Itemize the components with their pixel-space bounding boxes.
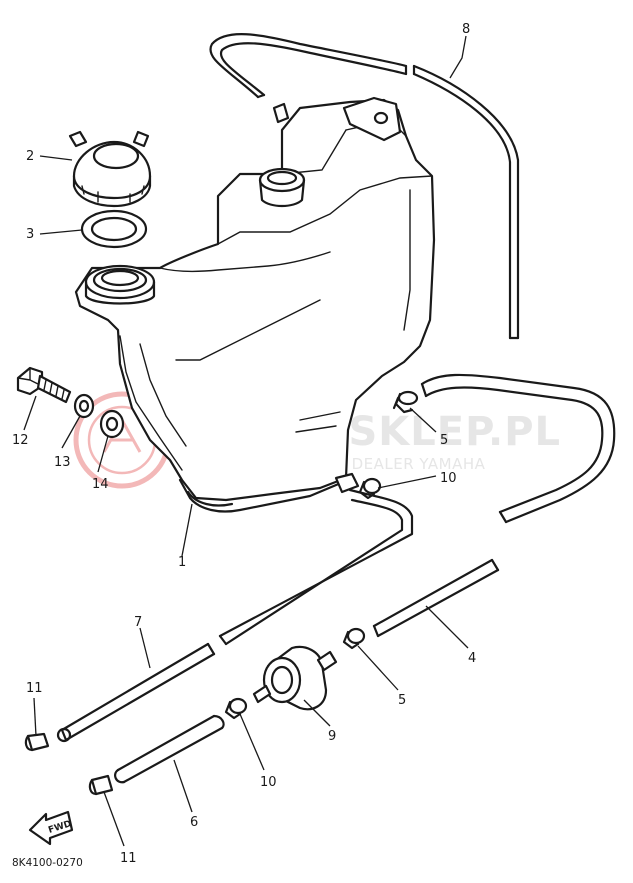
hose-6	[114, 714, 225, 784]
callout-13: 13	[54, 455, 71, 470]
callout-12: 12	[12, 433, 29, 448]
clamp-5-lower	[342, 627, 366, 650]
leader-lines	[23, 35, 469, 847]
callout-4: 4	[468, 651, 476, 666]
hose-7	[56, 488, 414, 743]
callout-5-lower: 5	[398, 693, 406, 708]
callout-10-lower: 10	[260, 775, 277, 790]
reservoir-tank-1	[74, 96, 436, 513]
callout-10-upper: 10	[440, 471, 457, 486]
callout-14: 14	[92, 477, 109, 492]
bolt-12	[16, 366, 72, 404]
filter-9	[252, 645, 338, 711]
washer-13	[73, 393, 95, 419]
gasket-3	[80, 209, 148, 249]
callout-9: 9	[328, 729, 336, 744]
hose-4	[372, 373, 616, 638]
callout-8: 8	[462, 22, 470, 37]
callout-2: 2	[26, 149, 34, 164]
radiator-cap-2	[68, 130, 152, 208]
clamp-10-lower	[224, 697, 248, 720]
callout-11-upper: 11	[26, 681, 43, 696]
vent-hose-8	[209, 33, 520, 340]
clamp-5-upper	[392, 390, 419, 414]
grommet-14	[99, 409, 125, 439]
callout-1: 1	[178, 555, 186, 570]
callout-11-lower: 11	[120, 851, 137, 866]
callout-5-upper: 5	[440, 433, 448, 448]
drawing-code: 8K4100-0270	[12, 857, 83, 869]
callouts: 8 2 3 12 13 14 5 10 1 7 4 5 11 9 10 6 11	[12, 22, 476, 866]
callout-7: 7	[134, 615, 142, 630]
clamp-11-lower	[88, 774, 114, 796]
clamp-11-upper	[24, 732, 50, 752]
callout-3: 3	[26, 227, 34, 242]
callout-6: 6	[190, 815, 198, 830]
fwd-arrow: FWD	[28, 810, 74, 846]
